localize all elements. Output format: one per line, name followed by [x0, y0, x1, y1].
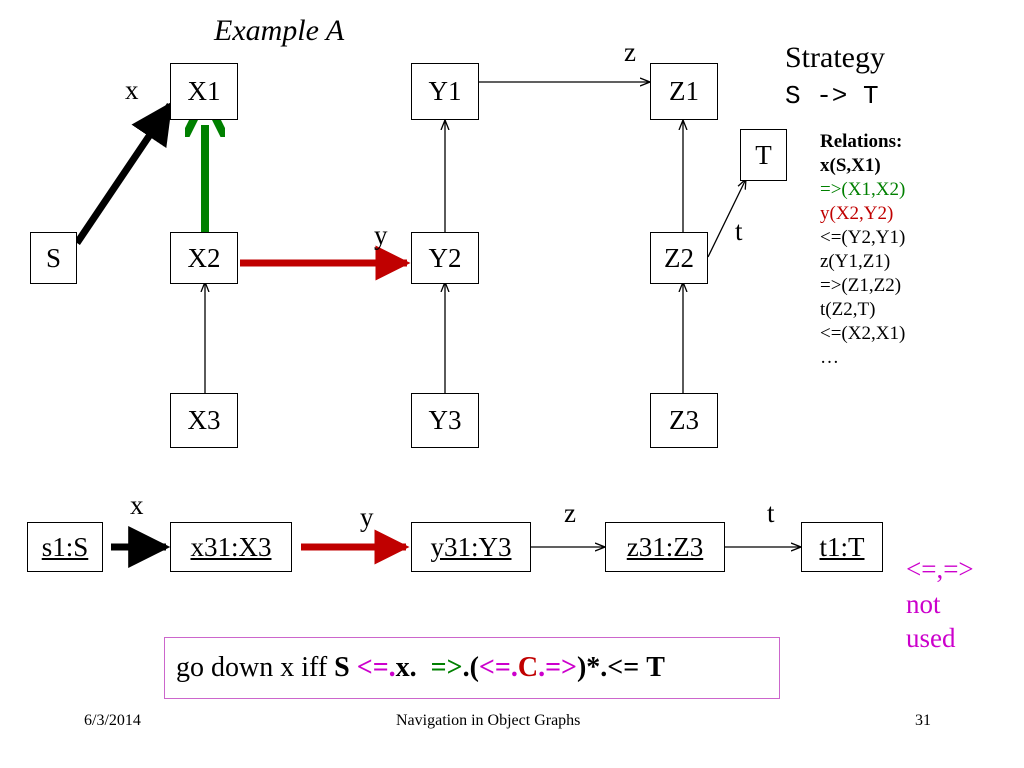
object-x31: x31:X3 [170, 522, 292, 572]
object-edge-label-t: t [767, 498, 775, 528]
object-y31: y31:Y3 [411, 522, 531, 572]
node-y2: Y2 [411, 232, 479, 284]
formula-forward-2: .=> [538, 652, 577, 683]
example-title: Example A [214, 14, 345, 47]
node-y3: Y3 [411, 393, 479, 448]
node-s: S [30, 232, 77, 284]
edge-x-s-to-x1 [74, 101, 173, 245]
node-z2: Z2 [650, 232, 708, 284]
formula-c: C [517, 652, 539, 683]
formula-box: go down x iff S <=.x. =>.(<=.C.=>)*.<= T [164, 637, 780, 699]
formula-close: )*.<= [576, 652, 647, 683]
node-x2: X2 [170, 232, 238, 284]
formula-s: S [334, 652, 350, 683]
object-s1: s1:S [27, 522, 103, 572]
formula-back-1: <=. [349, 652, 396, 683]
node-t: T [740, 129, 787, 181]
relations-list: Relations: x(S,X1) =>(X1,X2) y(X2,Y2) <=… [820, 130, 905, 370]
relation-item: <=(X2,X1) [820, 323, 906, 344]
footer-page-number: 31 [915, 712, 931, 729]
note-line-1: <=,=> [906, 554, 974, 584]
node-x1: X1 [170, 63, 238, 120]
relation-item: y(X2,Y2) [820, 203, 894, 224]
formula-forward-1: => [416, 652, 463, 683]
formula-open: .( [462, 652, 479, 683]
relation-item: =>(Z1,Z2) [820, 275, 902, 296]
formula-prefix: go down x iff [176, 652, 335, 683]
relation-item: =>(X1,X2) [820, 179, 906, 200]
edge-label-t: t [735, 216, 743, 246]
unused-relations-note: <=,=> not used [906, 552, 974, 656]
object-t1: t1:T [801, 522, 883, 572]
object-edge-label-y: y [360, 502, 374, 532]
object-z31: z31:Z3 [605, 522, 725, 572]
edge-label-x: x [125, 75, 139, 105]
node-z3: Z3 [650, 393, 718, 448]
object-edge-label-x: x [130, 490, 144, 520]
strategy-heading: Strategy [785, 41, 885, 74]
edge-t-z2-to-t [707, 179, 746, 258]
formula-x: x. [395, 652, 417, 683]
relations-heading: Relations: [820, 131, 903, 152]
footer-date: 6/3/2014 [84, 712, 141, 729]
edge-label-z: z [624, 37, 636, 67]
relation-item: … [820, 347, 839, 368]
formula-t: T [646, 652, 665, 683]
node-y1: Y1 [411, 63, 479, 120]
formula-back-2: <=. [478, 652, 518, 683]
node-x3: X3 [170, 393, 238, 448]
footer-title: Navigation in Object Graphs [396, 712, 581, 729]
node-z1: Z1 [650, 63, 718, 120]
edge-label-y: y [374, 220, 388, 250]
note-line-3: used [906, 623, 956, 654]
relation-item: x(S,X1) [820, 155, 881, 176]
note-line-2: not [906, 588, 941, 619]
relation-item: <=(Y2,Y1) [820, 227, 906, 248]
strategy-expression: S -> T [785, 81, 879, 111]
object-edge-label-z: z [564, 498, 576, 528]
relation-item: t(Z2,T) [820, 299, 876, 320]
relation-item: z(Y1,Z1) [820, 251, 891, 272]
